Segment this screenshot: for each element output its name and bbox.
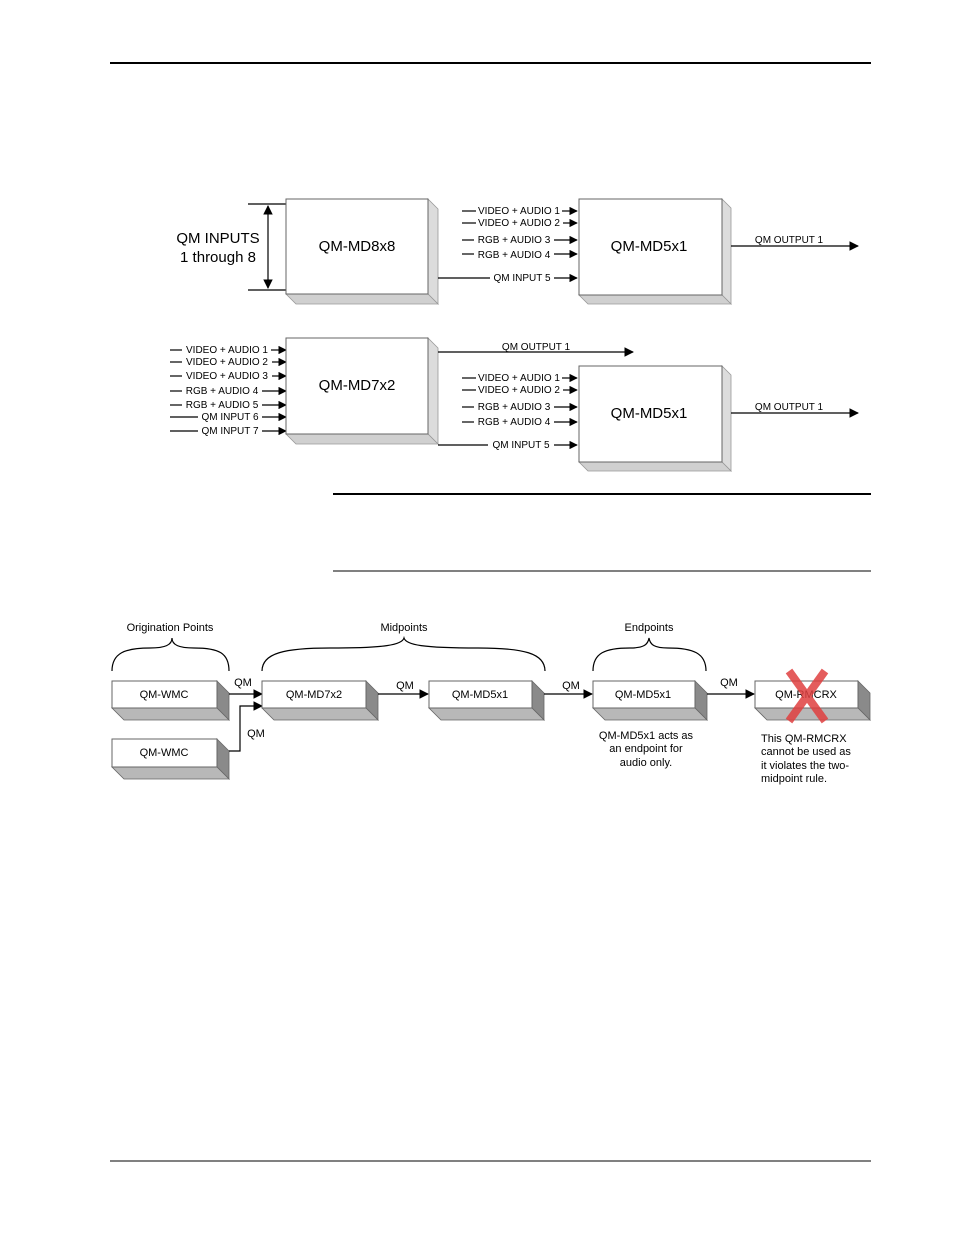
d2-input-7: QM INPUT 7 [201,426,258,437]
qm-md7x2-mid-label: QM-MD7x2 [286,689,342,701]
qm-md5x1-end-box: QM-MD5x1 [592,680,708,721]
d1-input-1: VIDEO + AUDIO 1 [478,206,560,217]
qm-md7x2-mid-box: QM-MD7x2 [261,680,379,721]
d2-right-input-1: VIDEO + AUDIO 1 [478,373,560,384]
qm-wmc-box-2: QM-WMC [111,738,230,780]
md5x1-note-line-1: QM-MD5x1 acts as [599,730,694,742]
d2-input-4: RGB + AUDIO 4 [186,386,259,397]
md5x1-note-line-2: an endpoint for [609,743,683,755]
d1-input-3: RGB + AUDIO 3 [478,235,551,246]
qm-md8x8-box: QM-MD8x8 [285,198,439,305]
red-x-icon [785,668,829,724]
d2-input-3: VIDEO + AUDIO 3 [186,371,268,382]
qm-link-label-2: QM [247,728,265,740]
qm-rmcrx-box: QM-RMCRX [754,680,871,721]
diagram-3: Origination Points Midpoints Endpoints Q… [111,622,871,785]
d2-input-5: RGB + AUDIO 5 [186,400,259,411]
d1-input-4: RGB + AUDIO 4 [478,250,551,261]
rmcrx-note-line-2: cannot be used as [761,746,851,758]
rmcrx-note-line-3: it violates the two- [761,760,849,772]
qm-md7x2-box: QM-MD7x2 [285,337,439,445]
qm-link-label-1: QM [234,677,252,689]
d2-input-6: QM INPUT 6 [201,412,258,423]
qm-md8x8-label: QM-MD8x8 [319,238,396,255]
md5x1-note-line-3: audio only. [620,757,672,769]
rmcrx-note-line-1: This QM-RMCRX [761,733,847,745]
d2-right-input-3: RGB + AUDIO 3 [478,402,551,413]
d2-right-input-4: RGB + AUDIO 4 [478,417,551,428]
diagram-2: VIDEO + AUDIO 1 VIDEO + AUDIO 2 VIDEO + … [170,337,859,472]
rmcrx-note-line-4: midpoint rule. [761,773,827,785]
d1-input-2: VIDEO + AUDIO 2 [478,218,560,229]
d1-input-5: QM INPUT 5 [493,273,550,284]
qm-md5x1-end-label: QM-MD5x1 [615,689,671,701]
midpoints-label: Midpoints [380,622,428,634]
qm-link-label-4: QM [562,680,580,692]
qm-md7x2-label: QM-MD7x2 [319,377,396,394]
qm-md5x1-mid-box: QM-MD5x1 [428,680,545,721]
qm-md5x1-box-2: QM-MD5x1 [578,365,732,472]
qm-md5x1-label-2: QM-MD5x1 [611,405,688,422]
qm-link-label-5: QM [720,677,738,689]
qm-inputs-label: QM INPUTS [176,230,259,247]
qm-wmc-label-2: QM-WMC [140,747,189,759]
d2-output: QM OUTPUT 1 [755,402,824,413]
qm-md5x1-label-1: QM-MD5x1 [611,238,688,255]
qm-link-label-3: QM [396,680,414,692]
qm-wmc-label-1: QM-WMC [140,689,189,701]
qm-wmc-box-1: QM-WMC [111,680,230,721]
qm-md5x1-box-1: QM-MD5x1 [578,198,732,305]
d2-input-1: VIDEO + AUDIO 1 [186,345,268,356]
origination-points-label: Origination Points [127,622,214,634]
d1-output: QM OUTPUT 1 [755,235,824,246]
d2-input-2: VIDEO + AUDIO 2 [186,357,268,368]
d2-right-input-2: VIDEO + AUDIO 2 [478,385,560,396]
diagram-1: QM INPUTS 1 through 8 QM-MD8x8 VIDEO + A… [176,198,859,305]
endpoints-label: Endpoints [625,622,674,634]
qm-inputs-range: 1 through 8 [180,249,256,266]
d2-right-input-5: QM INPUT 5 [492,440,549,451]
qm-md5x1-mid-label: QM-MD5x1 [452,689,508,701]
d2-left-output: QM OUTPUT 1 [502,342,571,353]
